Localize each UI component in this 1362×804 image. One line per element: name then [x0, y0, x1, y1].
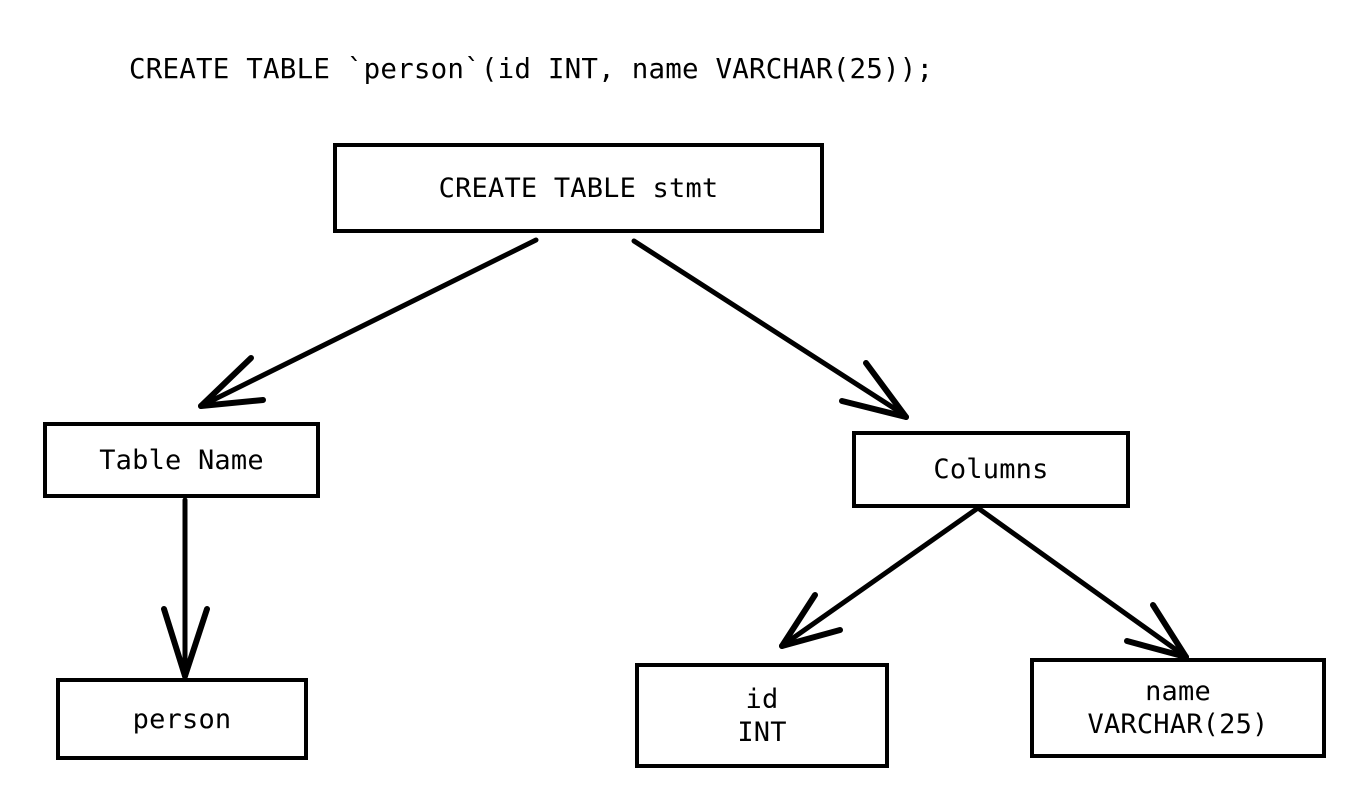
edge-columns-to-col-id — [779, 505, 981, 649]
edge-root-to-columns — [631, 238, 909, 420]
node-tablename-line-1: Table Name — [99, 444, 264, 476]
node-person[interactable]: person — [56, 678, 308, 760]
node-create-table-stmt[interactable]: CREATE TABLE stmt — [333, 143, 824, 233]
edge-tablename-to-person — [161, 497, 210, 679]
node-column-name-name: name — [1145, 676, 1211, 707]
node-column-id-type: INT — [737, 716, 787, 748]
node-root-line-1: CREATE TABLE stmt — [438, 172, 719, 204]
node-column-name-type: VARCHAR(25) — [1087, 709, 1269, 740]
node-column-name[interactable]: name VARCHAR(25) — [1030, 658, 1326, 758]
node-column-id[interactable]: id INT — [635, 663, 889, 768]
node-columns[interactable]: Columns — [852, 431, 1130, 508]
edge-columns-to-col-name — [975, 505, 1189, 660]
sql-statement-title: CREATE TABLE `person`(id INT, name VARCH… — [129, 53, 934, 85]
node-table-name[interactable]: Table Name — [43, 422, 320, 498]
node-columns-line-1: Columns — [933, 454, 1049, 485]
node-column-id-name: id — [745, 683, 779, 715]
edge-root-to-tablename — [198, 237, 539, 409]
node-person-line-1: person — [132, 703, 232, 735]
